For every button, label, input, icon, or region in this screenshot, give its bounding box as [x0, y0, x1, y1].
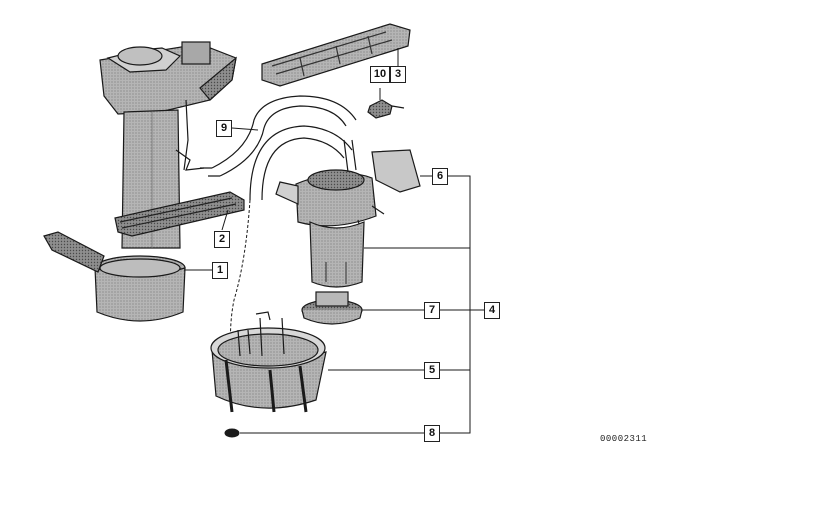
pump-basket	[210, 311, 327, 413]
callout-8: 8	[424, 425, 440, 442]
clip-part	[367, 99, 405, 119]
pump-bracket	[275, 139, 421, 237]
callout-4: 4	[484, 302, 500, 319]
callout-1: 1	[212, 262, 228, 279]
callout-2: 2	[214, 231, 230, 248]
cover-plate	[261, 23, 411, 87]
callout-10: 10	[370, 66, 390, 83]
callout-6: 6	[432, 168, 448, 185]
leader-lines	[184, 48, 484, 434]
pump-body	[309, 221, 365, 288]
callout-9: 9	[216, 120, 232, 137]
fuel-sender-housing	[43, 41, 237, 322]
callout-3: 3	[390, 66, 406, 83]
fuel-hose	[200, 95, 357, 177]
reference-code: 00002311	[600, 434, 648, 444]
gasket-ring	[114, 191, 245, 237]
callout-5: 5	[424, 362, 440, 379]
pump-feed-hose	[249, 125, 353, 201]
washer	[224, 428, 240, 438]
damper-mount	[301, 291, 363, 325]
callout-7: 7	[424, 302, 440, 319]
